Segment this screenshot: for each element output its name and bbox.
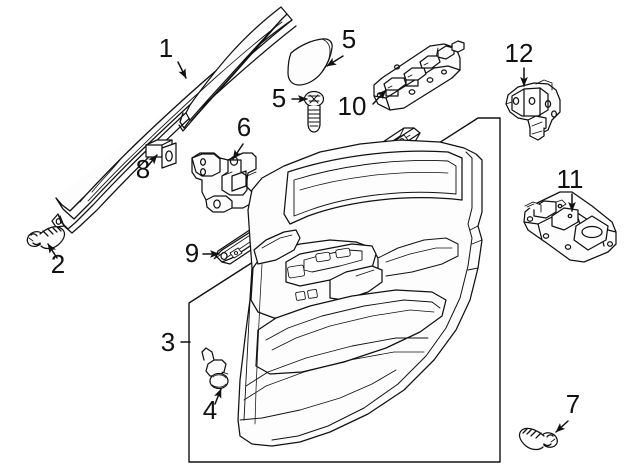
callout-label-8: 8 [136, 154, 150, 184]
leader-line-5 [326, 55, 344, 67]
part-5b-cover-cap-screw [303, 90, 325, 133]
part-5-handle-cover-cap [287, 38, 333, 86]
callout-label-10: 10 [338, 91, 367, 121]
callout-label-2: 2 [51, 249, 65, 279]
leader-line-1 [177, 61, 187, 79]
callout-label-11: 11 [557, 164, 584, 194]
callout-label-12: 12 [505, 38, 534, 68]
callout-label-9: 9 [185, 238, 199, 268]
leader-line-10 [372, 89, 387, 105]
callout-leader-lines [47, 55, 576, 433]
part-8-trim-clip-cap [145, 139, 177, 169]
callout-label-5: 5 [342, 24, 356, 54]
callout-label-7: 7 [566, 389, 580, 419]
part-10-power-window-master-switch [373, 40, 465, 111]
callout-label-6: 6 [237, 112, 251, 142]
callout-label-1: 1 [159, 33, 173, 63]
leader-line-7 [555, 420, 569, 433]
part-6-inside-handle-bracket [191, 152, 257, 213]
leader-line-6 [232, 143, 244, 160]
leader-line-2 [47, 243, 58, 259]
part-3-door-trim-panel [237, 139, 483, 447]
callout-label-4: 4 [203, 395, 217, 425]
part-4-push-pin-clip [201, 347, 229, 390]
callout-label-5b: 5 [272, 83, 286, 113]
part-7-screw [518, 427, 558, 451]
leader-line-4 [214, 388, 222, 405]
part-1-belt-weatherstrip-outer [51, 6, 297, 234]
part-12-door-latch-actuator [505, 79, 561, 141]
part-2-screw [26, 226, 66, 250]
callout-label-3: 3 [161, 327, 175, 357]
part-11-power-window-switch [523, 191, 617, 263]
leader-line-8 [146, 154, 158, 168]
